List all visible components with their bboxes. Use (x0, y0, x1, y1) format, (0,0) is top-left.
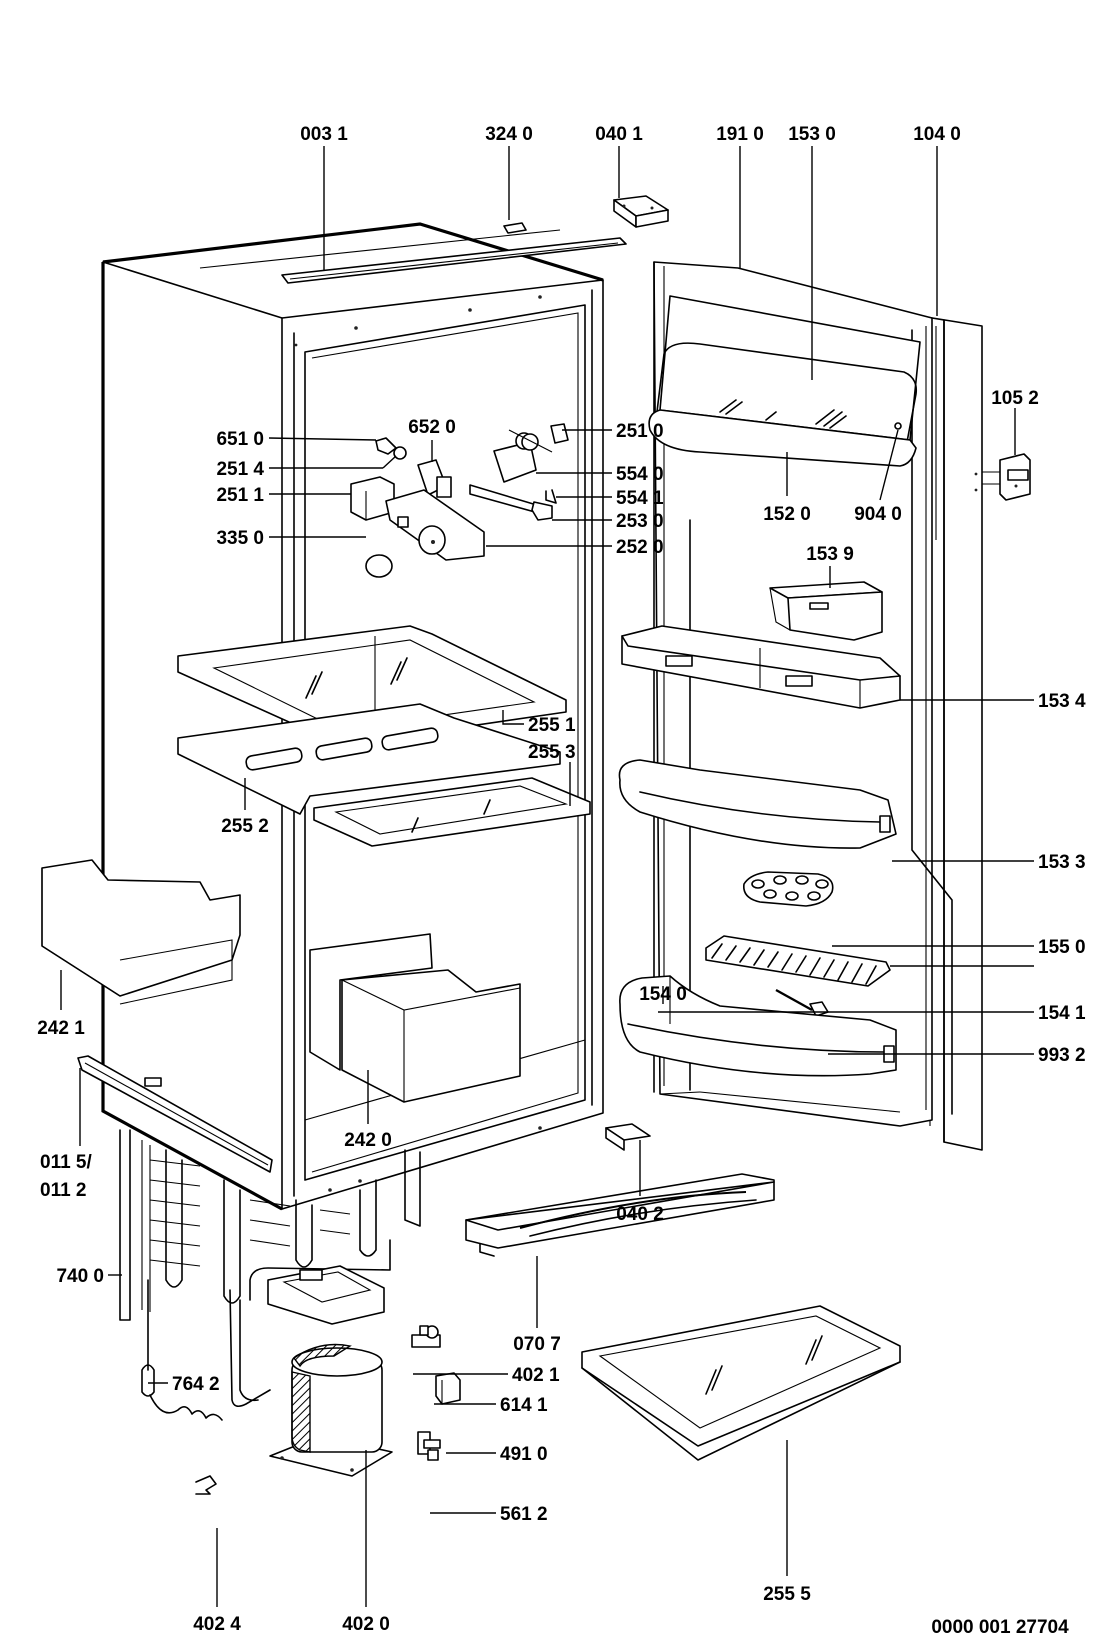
label-4024: 402 4 (193, 1614, 241, 1635)
label-5612: 561 2 (500, 1504, 548, 1525)
label-1533: 153 3 (1038, 852, 1086, 873)
label-2555: 255 5 (763, 1584, 811, 1605)
bottom-rail-part (77, 1055, 273, 1173)
part-labels: 003 1 324 0 040 1 191 0 153 0 104 0 105 … (37, 124, 1086, 1638)
part-5612 (417, 1431, 441, 1461)
label-1541: 154 1 (1038, 1003, 1086, 1024)
hinge-1052 (974, 453, 1031, 501)
label-9040: 904 0 (854, 504, 902, 525)
label-1530: 153 0 (788, 124, 836, 145)
label-4910: 491 0 (500, 1444, 548, 1465)
label-0401: 040 1 (595, 124, 643, 145)
label-0112: 011 2 (40, 1180, 87, 1201)
label-6141: 614 1 (500, 1395, 548, 1416)
label-0031: 003 1 (300, 124, 348, 145)
label-1540: 154 0 (639, 984, 687, 1005)
door-shelf-1530 (648, 295, 921, 467)
label-1550: 155 0 (1038, 937, 1086, 958)
label-9932: 993 2 (1038, 1045, 1086, 1066)
refrigerant-tube (249, 1239, 391, 1301)
label-4021: 402 1 (512, 1365, 560, 1386)
door-shelf-1533 (618, 759, 897, 849)
label-2520: 252 0 (616, 537, 664, 558)
clip-part-3240 (503, 222, 527, 234)
compressor-4020 (269, 1343, 393, 1477)
label-1910: 191 0 (716, 124, 764, 145)
label-1040: 104 0 (913, 124, 961, 145)
door-shelf-1534 (621, 625, 901, 709)
shelf-2552 (177, 703, 561, 815)
label-1520: 152 0 (763, 504, 811, 525)
label-3240: 324 0 (485, 124, 533, 145)
label-2553: 255 3 (528, 742, 576, 763)
shelf-2551 (177, 625, 567, 746)
top-rail-part (281, 237, 627, 284)
bracket-part-0401 (613, 195, 669, 228)
label-0115: 011 5/ (40, 1152, 92, 1173)
label-2530: 253 0 (616, 511, 664, 532)
label-6510: 651 0 (216, 429, 264, 450)
label-7642: 764 2 (172, 1374, 220, 1395)
capillary-7642 (141, 1279, 271, 1421)
label-3350: 335 0 (216, 528, 264, 549)
butter-box-1539 (769, 581, 883, 641)
label-2420: 242 0 (344, 1130, 392, 1151)
drip-tray-4021 (267, 1265, 385, 1325)
drawer-2421 (41, 859, 241, 1005)
label-0707: 070 7 (513, 1334, 561, 1355)
cap-4910 (435, 1372, 461, 1405)
relay-6141 (411, 1325, 441, 1348)
clip-4024 (195, 1475, 217, 1495)
label-2514: 251 4 (216, 459, 264, 480)
label-6520: 652 0 (408, 417, 456, 438)
light-assembly (350, 423, 569, 578)
label-7400: 740 0 (56, 1266, 104, 1287)
label-2511: 251 1 (216, 485, 264, 506)
label-5541: 554 1 (616, 488, 664, 509)
label-1539: 153 9 (806, 544, 854, 565)
condenser-7400 (119, 1129, 421, 1321)
shelf-2553 (313, 777, 591, 847)
bracket-0402 (605, 1123, 651, 1151)
label-0402: 040 2 (616, 1204, 664, 1225)
drawing-number: 0000 001 27704 (931, 1617, 1069, 1638)
drawer-2420 (309, 933, 521, 1103)
egg-tray-1550 (743, 871, 834, 907)
label-5540: 554 0 (616, 464, 664, 485)
label-4020: 402 0 (342, 1614, 390, 1635)
rack-1541 (705, 935, 891, 987)
leader-lines (60, 146, 1034, 1607)
label-2552: 255 2 (221, 816, 269, 837)
cover-0707 (465, 1173, 775, 1257)
label-1052: 105 2 (991, 388, 1039, 409)
label-1534: 153 4 (1038, 691, 1086, 712)
glass-shelf-2555 (581, 1305, 901, 1461)
label-2421: 242 1 (37, 1018, 85, 1039)
label-2510: 251 0 (616, 421, 664, 442)
label-2551: 255 1 (528, 715, 576, 736)
